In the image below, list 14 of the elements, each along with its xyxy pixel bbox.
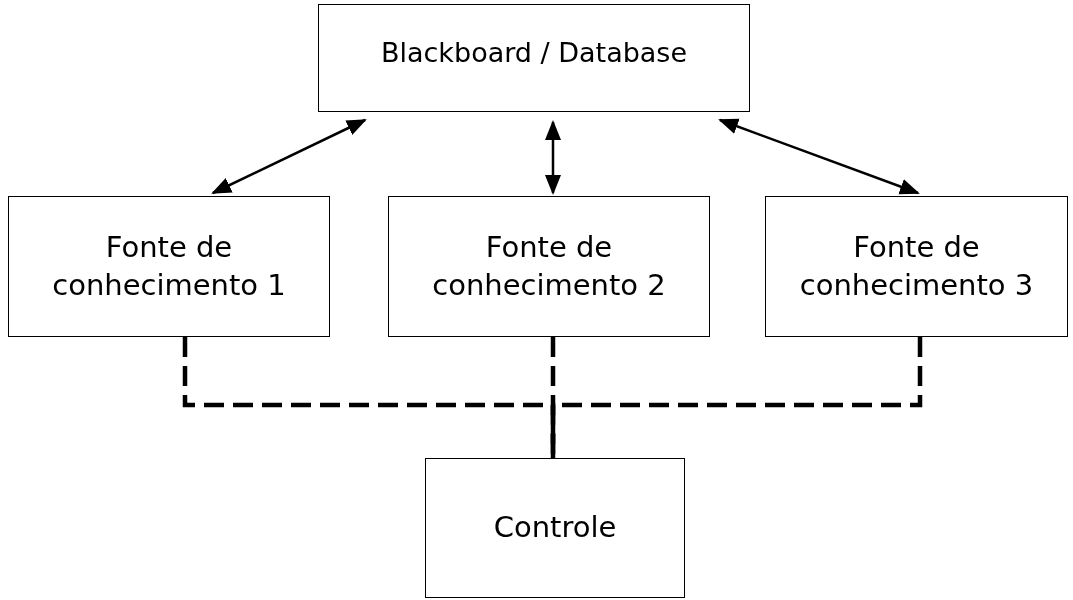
node-label: Fonte de conhecimento 2 [431, 228, 667, 304]
process-box [425, 458, 685, 598]
double-arrow [211, 118, 367, 195]
process-box [318, 4, 750, 112]
node-label: Fonte de conhecimento 1 [51, 228, 287, 304]
process-box [388, 196, 710, 337]
process-box [765, 196, 1068, 337]
node-label: Controle [493, 509, 617, 547]
double-arrow [545, 120, 561, 195]
node-label: Fonte de conhecimento 3 [798, 228, 1035, 304]
double-arrow [718, 118, 920, 195]
process-box [8, 196, 330, 337]
dashed-connector [550, 337, 556, 458]
node-label: Blackboard / Database [380, 36, 688, 70]
